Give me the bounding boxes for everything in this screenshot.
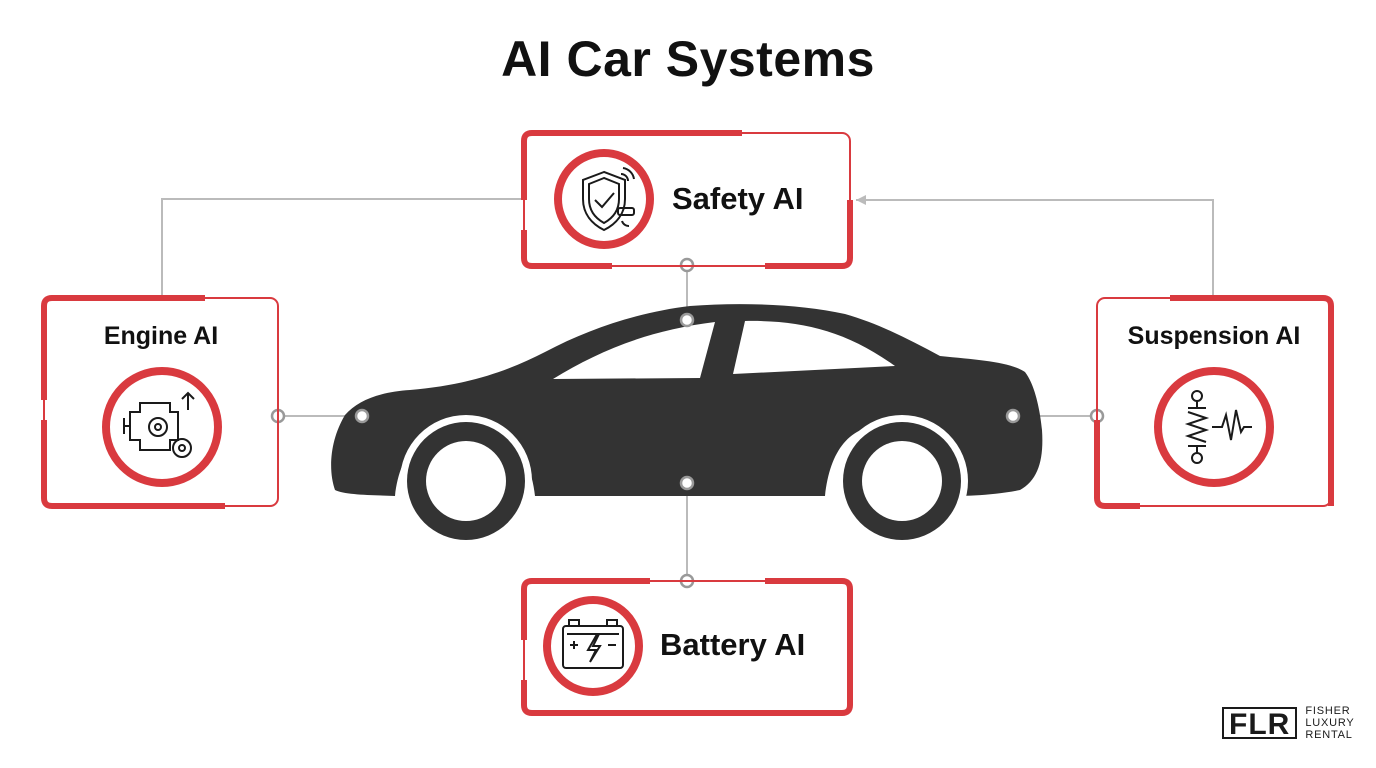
suspension-ai-label: Suspension AI	[1127, 322, 1301, 350]
engine-ai-box	[41, 295, 279, 509]
company-logo: FLR FISHER LUXURY RENTAL	[1222, 705, 1355, 741]
suspension-ai-box	[1094, 295, 1334, 509]
engine-ai-label: Engine AI	[103, 322, 219, 350]
safety-ai-label: Safety AI	[672, 181, 804, 216]
sedan-car-silhouette-icon	[331, 304, 1043, 547]
page-title: AI Car Systems	[501, 31, 875, 87]
logo-mark: FLR	[1222, 707, 1298, 741]
arrow-head-icon	[856, 195, 866, 205]
logo-words: FISHER LUXURY RENTAL	[1305, 705, 1354, 741]
connector-suspension-safety	[856, 199, 1214, 296]
battery-ai-box	[521, 578, 853, 716]
logo-line-1: FISHER	[1305, 705, 1351, 717]
shield-check-signal-icon	[582, 167, 635, 232]
logo-line-3: RENTAL	[1305, 729, 1353, 741]
engine-gears-icon	[123, 391, 195, 458]
battery-bolt-icon	[562, 619, 624, 669]
battery-ai-label: Battery AI	[660, 627, 806, 662]
shock-absorber-wave-icon	[1184, 390, 1252, 464]
connector-safety-engine	[161, 198, 524, 296]
logo-line-2: LUXURY	[1305, 717, 1355, 729]
safety-ai-box	[521, 130, 853, 269]
connectors	[161, 198, 1214, 581]
